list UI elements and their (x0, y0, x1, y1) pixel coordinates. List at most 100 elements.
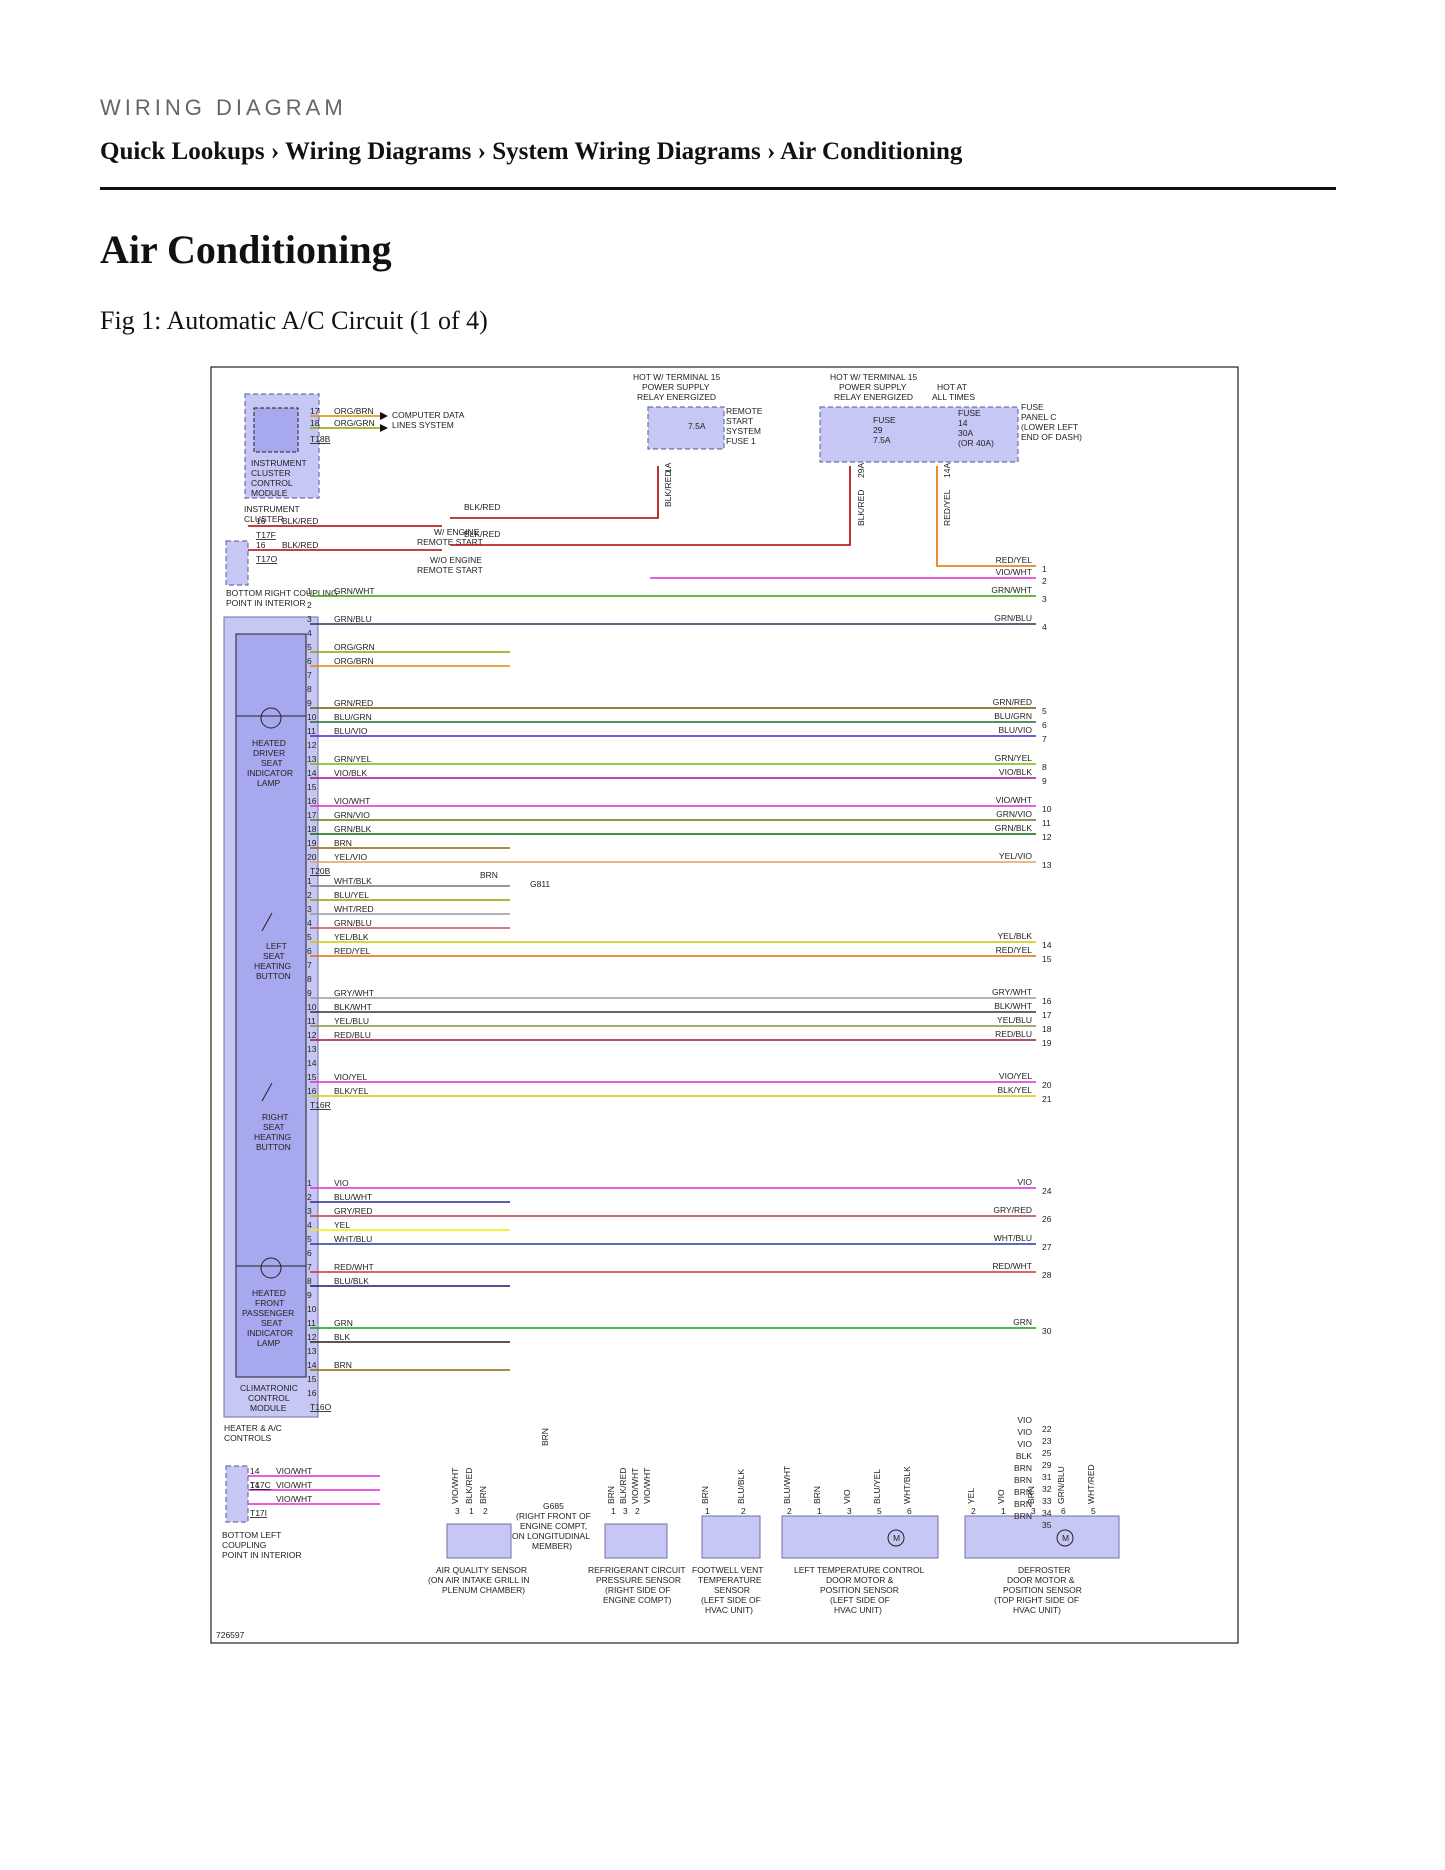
t18b-wire-label: ORG/BRN (334, 406, 374, 416)
svg-text:14: 14 (958, 418, 968, 428)
g685-wire-label: BRN (540, 1428, 550, 1446)
right-wire-number: 18 (1042, 1024, 1052, 1034)
t20b-pin: 6 (307, 656, 312, 666)
t16o-wire-label: GRY/RED (334, 1206, 373, 1216)
t16o-wire-label: GRN (334, 1318, 353, 1328)
svg-text:HEATED: HEATED (252, 1288, 286, 1298)
t20b-wire-label: GRN/BLU (334, 614, 372, 624)
t16r-pin: 8 (307, 974, 312, 984)
right-wire-label: RED/WHT (992, 1261, 1032, 1271)
svg-text:CLUSTER: CLUSTER (244, 514, 284, 524)
t20b-pin: 17 (307, 810, 317, 820)
svg-text:HVAC UNIT): HVAC UNIT) (1013, 1605, 1061, 1615)
right-wire-number: 21 (1042, 1094, 1052, 1104)
t16r-wire-label: YEL/BLU (334, 1016, 369, 1026)
svg-text:(LOWER LEFT: (LOWER LEFT (1021, 422, 1078, 432)
t20b-pin: 12 (307, 740, 317, 750)
svg-text:(LEFT SIDE OF: (LEFT SIDE OF (701, 1595, 761, 1605)
aq-pin: 3 (455, 1506, 460, 1516)
power-wire-label: BLK/RED (464, 529, 500, 539)
svg-text:DEFROSTER: DEFROSTER (1018, 1565, 1070, 1575)
page-title: Air Conditioning (100, 227, 392, 272)
right-wire-label: VIO/YEL (999, 1071, 1032, 1081)
t16r-pin: 12 (307, 1030, 317, 1040)
rc-wire-label: VIO/WHT (630, 1468, 640, 1504)
t16r-pin: 7 (307, 960, 312, 970)
svg-text:LAMP: LAMP (257, 1338, 280, 1348)
t20b-pin: 1 (307, 586, 312, 596)
svg-text:POWER SUPPLY: POWER SUPPLY (642, 382, 710, 392)
air-quality-sensor: AIR QUALITY SENSOR (ON AIR INTAKE GRILL … (428, 1523, 530, 1595)
svg-text:ALL TIMES: ALL TIMES (932, 392, 975, 402)
right-wire-label: RED/BLU (995, 1029, 1032, 1039)
svg-text:CONTROLS: CONTROLS (224, 1433, 272, 1443)
t16r-pin: 16 (307, 1086, 317, 1096)
right-wire-label: YEL/BLK (998, 931, 1033, 941)
right-wire-label: VIO/BLK (999, 767, 1032, 777)
right-wire-number: 15 (1042, 954, 1052, 964)
svg-text:HEATER & A/C: HEATER & A/C (224, 1423, 282, 1433)
svg-text:HOT W/ TERMINAL 15: HOT W/ TERMINAL 15 (830, 372, 917, 382)
t16r-wire-label: YEL/BLK (334, 932, 369, 942)
svg-text:FUSE: FUSE (958, 408, 981, 418)
t20b-wire-label: VIO/WHT (334, 796, 370, 806)
svg-text:START: START (726, 416, 753, 426)
right-wire-number: 20 (1042, 1080, 1052, 1090)
svg-text:ENGINE COMPT,: ENGINE COMPT, (520, 1521, 587, 1531)
t16o-pin: 2 (307, 1192, 312, 1202)
svg-text:MODULE: MODULE (250, 1403, 287, 1413)
svg-text:RELAY ENERGIZED: RELAY ENERGIZED (637, 392, 716, 402)
right-wire-number: 35 (1042, 1520, 1052, 1530)
t16o-wire-label: BLU/BLK (334, 1276, 369, 1286)
svg-text:30A: 30A (958, 428, 973, 438)
t16o-wire-label: BLU/WHT (334, 1192, 372, 1202)
t16o-pin: 8 (307, 1276, 312, 1286)
rc-wire-label: BRN (606, 1486, 616, 1504)
power-wire-label: BLK/RED (464, 502, 500, 512)
t16o-pin: 4 (307, 1220, 312, 1230)
svg-text:BUTTON: BUTTON (256, 971, 291, 981)
right-wire-number: 10 (1042, 804, 1052, 814)
t20b-wire-label: GRN/RED (334, 698, 373, 708)
t16r-wire-label: VIO/YEL (334, 1072, 367, 1082)
svg-text:INDICATOR: INDICATOR (247, 1328, 293, 1338)
t16r-wire-label: GRY/WHT (334, 988, 374, 998)
t16r-wire-label: BLU/YEL (334, 890, 369, 900)
svg-text:FUSE: FUSE (873, 415, 896, 425)
lt-wire-label: BRN (812, 1486, 822, 1504)
t20b-pin: 16 (307, 796, 317, 806)
breadcrumb[interactable]: Quick Lookups › Wiring Diagrams › System… (100, 138, 963, 165)
svg-text:CLIMATRONIC: CLIMATRONIC (240, 1383, 298, 1393)
svg-text:SEAT: SEAT (261, 758, 283, 768)
wiring-diagram: INSTRUMENT CLUSTER CONTROL MODULE INSTRU… (210, 366, 1239, 1644)
df-wire-label: GRN/BLU (1056, 1466, 1066, 1504)
lt-wire-label: VIO (842, 1489, 852, 1504)
left-temp-door-motor: M LEFT TEMPERATURE CONTROL DOOR MOTOR & … (781, 1515, 939, 1615)
t20b-wire-label: GRN/YEL (334, 754, 372, 764)
t16r-pin: 1 (307, 876, 312, 886)
svg-text:DOOR MOTOR &: DOOR MOTOR & (1007, 1575, 1075, 1585)
svg-text:POINT IN INTERIOR: POINT IN INTERIOR (222, 1550, 302, 1560)
lt-wire-label: BLU/YEL (872, 1469, 882, 1504)
t17o-id: T17O (256, 554, 278, 564)
lt-pin: 3 (847, 1506, 852, 1516)
t17i-id: T17I (250, 1508, 267, 1518)
t16o-pin: 11 (307, 1318, 316, 1328)
right-wire-number: 31 (1042, 1472, 1052, 1482)
svg-text:7.5A: 7.5A (873, 435, 891, 445)
right-wire-label: YEL/VIO (999, 851, 1032, 861)
svg-text:BLK/RED: BLK/RED (856, 490, 866, 526)
t16o-pin: 9 (307, 1290, 312, 1300)
t20b-pin: 15 (307, 782, 317, 792)
coupling-wire-label: BLK/RED (282, 540, 318, 550)
t16r-wire-label: WHT/BLK (334, 876, 372, 886)
t20b-pin: 13 (307, 754, 317, 764)
t20b-wire-label: GRN/BLK (334, 824, 372, 834)
svg-text:HEATED: HEATED (252, 738, 286, 748)
g811-label: G811 (530, 879, 550, 889)
right-wire-number: 33 (1042, 1496, 1052, 1506)
arrow-icon (380, 412, 388, 420)
right-wire-label: BLU/GRN (994, 711, 1032, 721)
lt-pin: 2 (787, 1506, 792, 1516)
svg-text:(RIGHT FRONT OF: (RIGHT FRONT OF (516, 1511, 591, 1521)
